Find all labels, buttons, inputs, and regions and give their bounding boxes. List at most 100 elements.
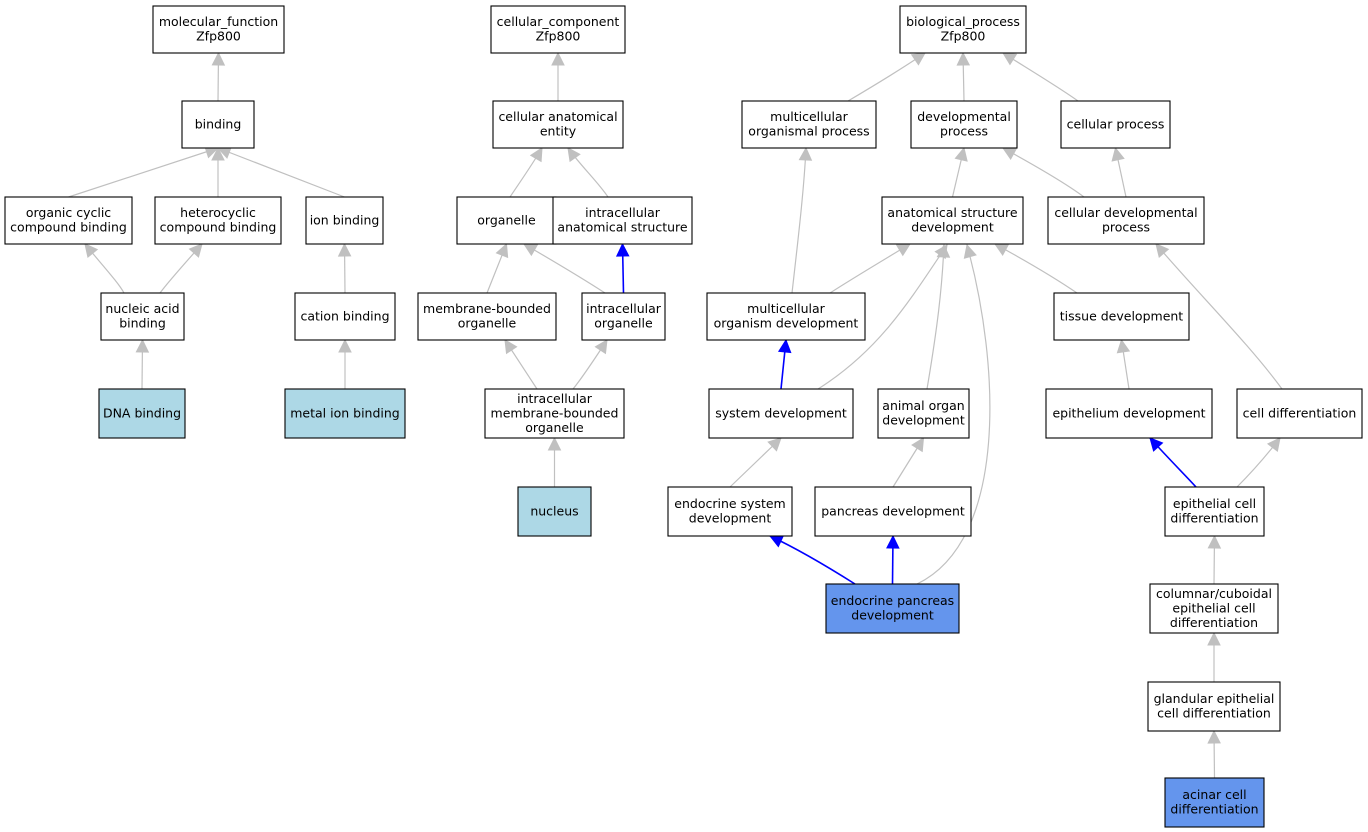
node-label-line: epithelial cell (1173, 496, 1256, 511)
node-label-line: compound binding (10, 220, 127, 235)
node-cp[interactable]: cellular process (1060, 100, 1171, 149)
edge-binding-to-mf (211, 51, 226, 102)
node-label-line: membrane-bounded (491, 405, 619, 420)
node-label-line: organelle (525, 420, 584, 435)
node-org[interactable]: organelle (456, 196, 557, 245)
node-binding[interactable]: binding (181, 100, 255, 149)
node-label-line: pancreas development (821, 503, 965, 518)
edge-dnab-to-nab (135, 338, 150, 390)
node-label-line: tissue development (1060, 308, 1184, 323)
node-label-line: development (851, 608, 934, 623)
node-box (1147, 681, 1281, 732)
edge-nucleus-to-imbo (547, 436, 562, 487)
node-label-line: metal ion binding (290, 405, 400, 420)
node-label-line: anatomical structure (557, 220, 687, 235)
node-label-line: process (940, 124, 988, 139)
node-label-line: process (1102, 220, 1150, 235)
node-sd[interactable]: system development (708, 388, 854, 439)
edge-io-to-org (523, 243, 606, 294)
node-label-line: nucleic acid (105, 301, 179, 316)
node-td[interactable]: tissue development (1053, 292, 1190, 341)
node-label-line: molecular_function (159, 14, 278, 29)
edge-aod-to-asd (926, 243, 951, 390)
node-label-line: glandular epithelial (1154, 691, 1275, 706)
node-label-line: compound binding (160, 220, 277, 235)
node-label-line: columnar/cuboidal (1156, 586, 1272, 601)
node-nucleus[interactable]: nucleus (517, 486, 592, 537)
edge-ed-to-td (1116, 338, 1131, 390)
node-catb[interactable]: cation binding (294, 292, 396, 341)
node-label-line: ion binding (310, 212, 380, 227)
node-label-line: development (689, 511, 772, 526)
node-box (1164, 486, 1265, 537)
node-label-line: intracellular (586, 301, 662, 316)
node-box (484, 388, 625, 439)
node-mib[interactable]: metal ion binding (284, 388, 406, 439)
node-box (552, 196, 693, 245)
node-dnab[interactable]: DNA binding (98, 388, 186, 439)
node-label-line: cellular developmental (1054, 205, 1197, 220)
node-label-line: differentiation (1170, 802, 1258, 817)
node-cd[interactable]: cell differentiation (1236, 388, 1363, 439)
edge-ocb-to-binding (68, 145, 220, 198)
node-label-line: development (882, 413, 965, 428)
node-label-line: Zfp800 (941, 29, 986, 44)
node-label-line: biological_process (906, 14, 1020, 29)
node-label-line: entity (540, 124, 577, 139)
edge-cdp-to-devp (1002, 147, 1085, 198)
node-label-line: animal organ (882, 398, 964, 413)
edge-cd-to-cdp (1155, 243, 1283, 390)
node-box (708, 388, 854, 439)
node-label-line: system development (715, 405, 847, 420)
node-ionb[interactable]: ion binding (305, 196, 384, 245)
node-box (1053, 292, 1190, 341)
node-box (1149, 583, 1279, 634)
node-label-line: organelle (477, 212, 536, 227)
node-label-line: organelle (458, 316, 517, 331)
node-box (417, 292, 557, 341)
edge-sd-to-mod (777, 338, 792, 390)
edge-esd-to-sd (729, 437, 782, 488)
node-label-line: Zfp800 (196, 29, 241, 44)
edge-cdp-to-cp (1111, 146, 1127, 198)
node-label-line: binding (119, 316, 166, 331)
edge-imbo-to-io (572, 339, 608, 390)
edge-devp-to-bp (956, 51, 971, 102)
node-box (825, 583, 960, 634)
edge-mop-to-bp (847, 52, 926, 102)
node-ed[interactable]: epithelium development (1045, 388, 1213, 439)
node-box (294, 292, 396, 341)
node-label-line: cation binding (300, 308, 389, 323)
node-label-line: DNA binding (103, 405, 181, 420)
node-box (98, 388, 186, 439)
node-pd[interactable]: pancreas development (814, 486, 972, 537)
node-box (456, 196, 557, 245)
edge-mbo-to-org (486, 242, 509, 294)
node-box (910, 100, 1018, 149)
edge-ccecd-to-ecd (1207, 534, 1222, 585)
node-box (492, 100, 624, 149)
